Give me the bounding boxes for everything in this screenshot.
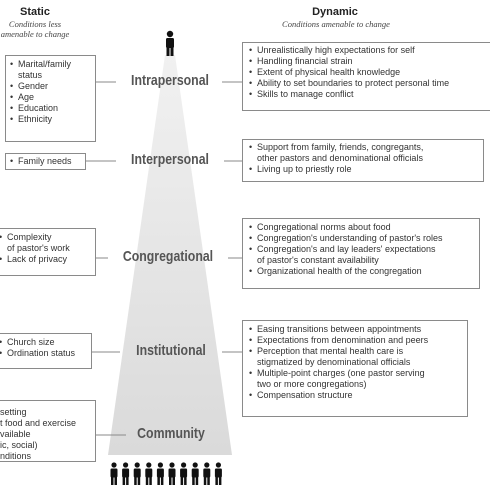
level-label-institutional: Institutional (136, 342, 206, 359)
dynamic-box-congregational: Congregational norms about food Congrega… (242, 218, 480, 289)
list-item: Perception that mental health care issti… (247, 346, 467, 368)
list-item: Family needs (8, 156, 85, 167)
community-text-5: nditions (0, 451, 32, 461)
static-box-community: setting t food and exercise vailable ic,… (0, 400, 96, 462)
list-item: Easing transitions between appointments (247, 324, 467, 335)
community-text-2: t food and exercise (0, 418, 77, 428)
static-box-interpersonal: Family needs (5, 153, 86, 170)
crowd-person-icon (191, 462, 199, 485)
list-item: Unrealistically high expectations for se… (247, 45, 490, 56)
list-item: Support from family, friends, congregant… (247, 142, 483, 164)
crowd-person-icon (133, 462, 141, 485)
static-subtitle-2: amenable to change (0, 29, 70, 39)
list-item: Extent of physical health knowledge (247, 67, 490, 78)
list-item: Ethnicity (8, 114, 95, 125)
crowd-person-icon (156, 462, 164, 485)
static-header: Static (20, 6, 50, 18)
static-box-institutional: Church size Ordination status (0, 333, 92, 369)
crowd-person-icon (203, 462, 211, 485)
community-text-1: setting (0, 407, 27, 417)
list-item: Congregation's understanding of pastor's… (247, 233, 479, 244)
crowd-person-icon (110, 462, 118, 485)
list-item: Congregational norms about food (247, 222, 479, 233)
static-subtitle-1: Conditions less (8, 19, 62, 29)
list-item: Organizational health of the congregatio… (247, 266, 479, 277)
list-item: Multiple-point charges (one pastor servi… (247, 368, 467, 390)
list-item: Church size (0, 337, 91, 348)
level-label-community: Community (137, 425, 205, 442)
dynamic-box-interpersonal: Support from family, friends, congregant… (242, 139, 484, 182)
spotlight-beam (108, 55, 232, 455)
list-item: Compensation structure (247, 390, 467, 401)
list-item: Age (8, 92, 95, 103)
list-item: Gender (8, 81, 95, 92)
list-item: Living up to priestly role (247, 164, 483, 175)
list-item: Congregation's and lay leaders' expectat… (247, 244, 479, 266)
level-label-interpersonal: Interpersonal (131, 151, 209, 168)
crowd-person-icon (168, 462, 176, 485)
list-item: Lack of privacy (0, 254, 95, 265)
list-item: Skills to manage conflict (247, 89, 490, 100)
level-label-congregational: Congregational (122, 248, 214, 265)
list-item: Ordination status (0, 348, 91, 359)
crowd-person-icon (122, 462, 130, 485)
crowd-person-icon (145, 462, 153, 485)
crowd-icon (110, 462, 222, 485)
person-icon (166, 30, 174, 56)
dynamic-header: Dynamic (312, 6, 358, 18)
community-text-3: vailable (0, 429, 31, 439)
dynamic-box-intrapersonal: Unrealistically high expectations for se… (242, 42, 490, 111)
crowd-person-icon (180, 462, 188, 485)
dynamic-subtitle: Conditions amenable to change (282, 19, 390, 29)
list-item: Education (8, 103, 95, 114)
list-item: Handling financial strain (247, 56, 490, 67)
list-item: Ability to set boundaries to protect per… (247, 78, 490, 89)
crowd-person-icon (214, 462, 222, 485)
dynamic-box-institutional: Easing transitions between appointments … (242, 320, 468, 417)
community-text-4: ic, social) (0, 440, 38, 450)
list-item: Expectations from denomination and peers (247, 335, 467, 346)
level-label-intrapersonal: Intrapersonal (131, 72, 209, 89)
